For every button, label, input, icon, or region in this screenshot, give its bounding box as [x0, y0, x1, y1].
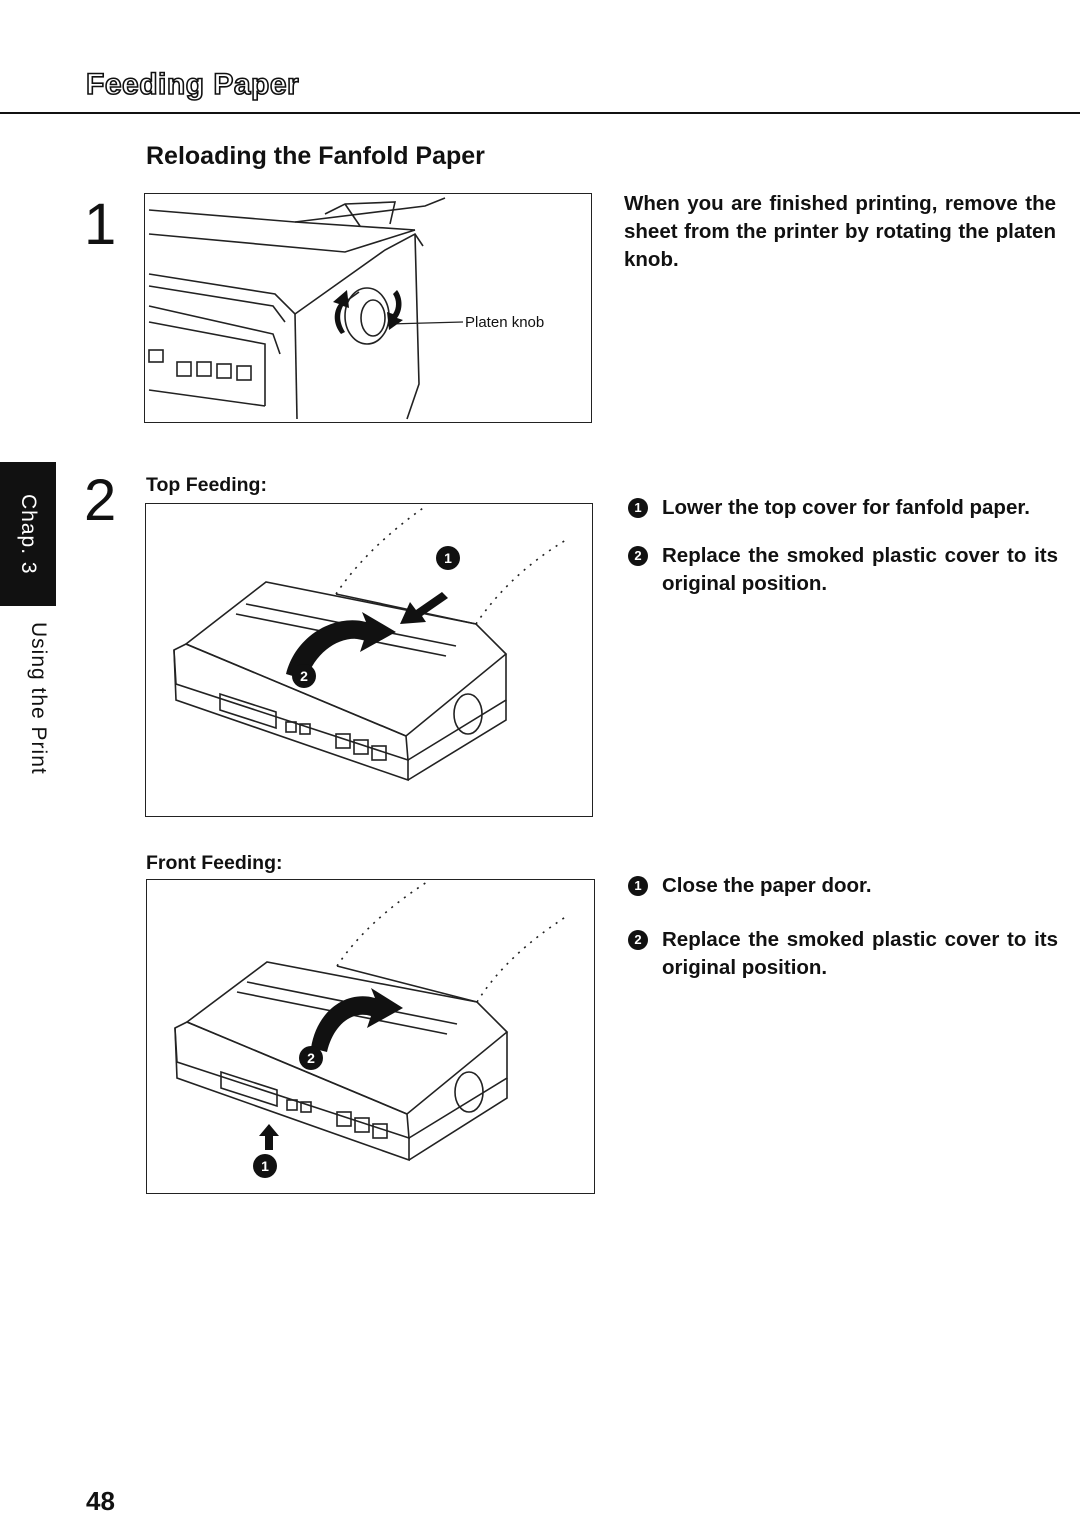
figure-platen-knob: Platen knob: [144, 193, 592, 423]
front-feeding-label: Front Feeding:: [146, 852, 283, 874]
platen-knob-callout: Platen knob: [465, 314, 544, 331]
chapter-subtitle: Using the Print: [27, 622, 50, 775]
step-marker: 2: [628, 546, 648, 566]
list-item: 1 Lower the top cover for fanfold paper.: [628, 494, 1058, 522]
chapter-tab-label: Chap. 3: [17, 493, 40, 575]
step-number-1: 1: [84, 192, 117, 257]
section-title: Reloading the Fanfold Paper: [146, 142, 485, 170]
chapter-tab[interactable]: Chap. 3: [0, 462, 56, 606]
header-rule: [0, 112, 1080, 114]
fig-marker: 2: [300, 668, 308, 684]
page-header-title: Feeding Paper: [85, 67, 300, 102]
top-feeding-steps: 1 Lower the top cover for fanfold paper.…: [628, 494, 1058, 598]
step-text: Replace the smoked plastic cover to its …: [662, 544, 1058, 595]
list-item: 1 Close the paper door.: [628, 872, 1058, 900]
page-number: 48: [86, 1486, 115, 1516]
figure-top-feeding: 1 2: [145, 503, 593, 817]
step-marker: 2: [628, 930, 648, 950]
step-number-2: 2: [84, 468, 117, 533]
step-marker: 1: [628, 876, 648, 896]
printer-top-feeding-illustration: 1 2: [173, 505, 567, 782]
step-text: Replace the smoked plastic cover to its …: [662, 928, 1058, 979]
step-text: Close the paper door.: [662, 874, 872, 897]
printer-platen-illustration: Platen knob: [148, 197, 544, 420]
front-feeding-steps: 1 Close the paper door. 2 Replace the sm…: [628, 872, 1058, 982]
fig-marker: 2: [307, 1050, 315, 1066]
printer-front-feeding-illustration: 2 1: [174, 881, 568, 1178]
list-item: 2 Replace the smoked plastic cover to it…: [628, 926, 1058, 982]
step-marker: 1: [628, 498, 648, 518]
top-feeding-label: Top Feeding:: [146, 474, 267, 496]
step-text: Lower the top cover for fanfold paper.: [662, 496, 1030, 519]
fig-marker: 1: [261, 1158, 269, 1174]
fig-marker: 1: [444, 550, 452, 566]
step1-instruction: When you are finished printing, remove t…: [624, 192, 1056, 271]
figure-front-feeding: 2 1: [146, 879, 595, 1194]
list-item: 2 Replace the smoked plastic cover to it…: [628, 542, 1058, 598]
